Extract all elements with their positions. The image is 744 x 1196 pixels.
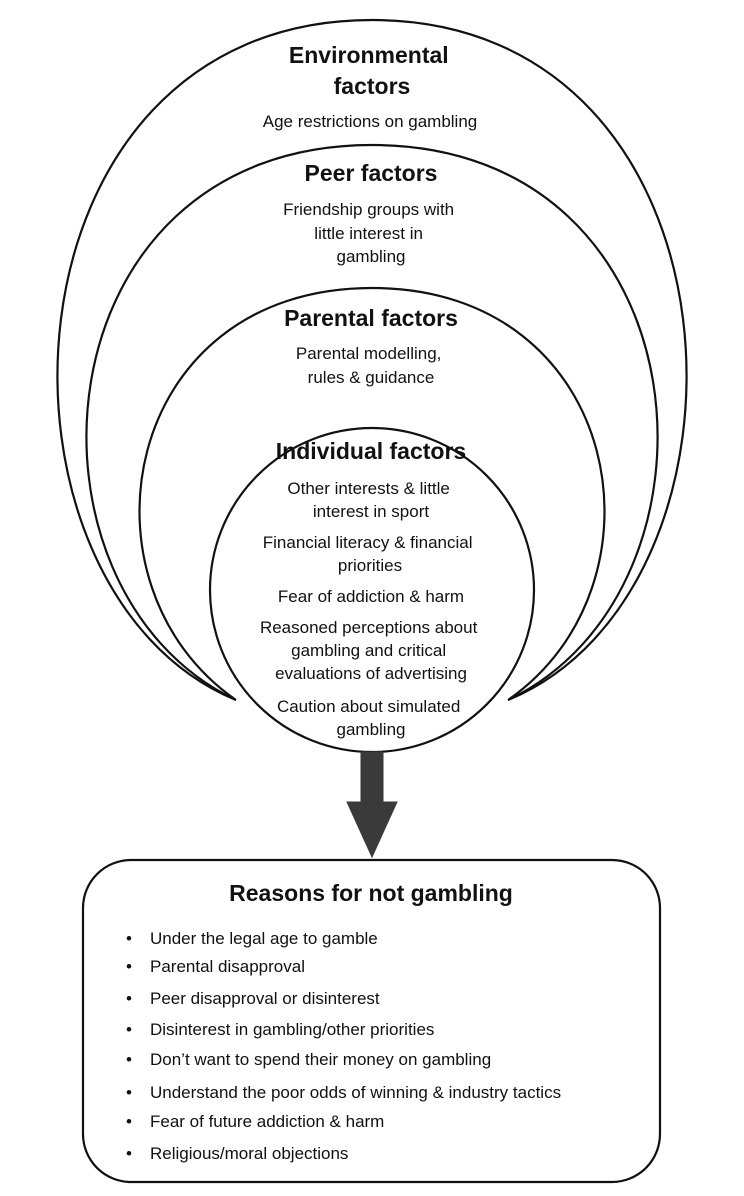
environmental-factors-item: Age restrictions on gambling (263, 112, 478, 131)
reasons-list-item: • Parental disapproval (126, 957, 305, 976)
bullet-icon: • (126, 957, 132, 976)
individual-item-line: gambling (337, 720, 406, 739)
environmental-item-line: Age restrictions on gambling (263, 112, 478, 131)
individual-item-line: priorities (338, 556, 402, 575)
bullet-icon: • (126, 1144, 132, 1163)
peer-item-line: Friendship groups with (283, 200, 454, 219)
parental-title-line: Parental factors (284, 305, 458, 331)
bullet-icon: • (126, 1050, 132, 1069)
individual-title-line: Individual factors (276, 438, 466, 464)
peer-factors-item: Friendship groups with little interest i… (283, 200, 459, 266)
bullet-icon: • (126, 1083, 132, 1102)
individual-item-line: Reasoned perceptions about (260, 618, 478, 637)
individual-item-line: evaluations of advertising (275, 664, 467, 683)
reasons-item-text: Under the legal age to gamble (150, 929, 378, 948)
bullet-icon: • (126, 1112, 132, 1131)
reasons-list-item: • Under the legal age to gamble (126, 929, 378, 948)
parental-item-line: rules & guidance (308, 368, 435, 387)
individual-factors-item: Reasoned perceptions about gambling and … (260, 618, 482, 683)
bullet-icon: • (126, 1020, 132, 1039)
reasons-item-text: Religious/moral objections (150, 1144, 348, 1163)
bullet-icon: • (126, 989, 132, 1008)
individual-item-line: interest in sport (313, 502, 429, 521)
individual-factors-title: Individual factors (276, 438, 466, 464)
reasons-list-item: • Peer disapproval or disinterest (126, 989, 380, 1008)
parental-item-line: Parental modelling, (296, 344, 442, 363)
parental-factors-item: Parental modelling, rules & guidance (296, 344, 446, 387)
reasons-list-item: • Don’t want to spend their money on gam… (126, 1050, 491, 1069)
individual-factors-item: Fear of addiction & harm (278, 587, 464, 606)
down-arrow-icon (346, 751, 398, 859)
reasons-list-item: • Religious/moral objections (126, 1144, 348, 1163)
reasons-list-item: • Disinterest in gambling/other prioriti… (126, 1020, 434, 1039)
peer-title-line: Peer factors (305, 160, 438, 186)
reasons-item-text: Fear of future addiction & harm (150, 1112, 384, 1131)
individual-factors-item: Financial literacy & financial prioritie… (263, 533, 478, 575)
parental-factors-title: Parental factors (284, 305, 458, 331)
reasons-list-item: • Understand the poor odds of winning & … (126, 1083, 561, 1102)
bullet-icon: • (126, 929, 132, 948)
individual-item-line: Caution about simulated (277, 697, 460, 716)
individual-item-line: Fear of addiction & harm (278, 587, 464, 606)
environmental-title-line: factors (334, 73, 411, 99)
reasons-item-text: Understand the poor odds of winning & in… (150, 1083, 561, 1102)
individual-factors-item: Other interests & little interest in spo… (287, 479, 454, 521)
reasons-box (81, 858, 662, 1184)
reasons-title: Reasons for not gambling (229, 880, 513, 906)
peer-item-line: little interest in (314, 224, 423, 243)
environmental-title-line: Environmental (289, 42, 449, 68)
reasons-list: • Under the legal age to gamble • Parent… (126, 929, 561, 1163)
environmental-factors-title: Environmental factors (289, 42, 455, 99)
peer-item-line: gambling (337, 247, 406, 266)
individual-factors-item: Caution about simulated gambling (277, 697, 465, 739)
peer-factors-title: Peer factors (305, 160, 438, 186)
reasons-item-text: Peer disapproval or disinterest (150, 989, 380, 1008)
individual-item-line: gambling and critical (291, 641, 446, 660)
reasons-item-text: Parental disapproval (150, 957, 305, 976)
reasons-item-text: Don’t want to spend their money on gambl… (150, 1050, 491, 1069)
reasons-item-text: Disinterest in gambling/other priorities (150, 1020, 434, 1039)
reasons-list-item: • Fear of future addiction & harm (126, 1112, 384, 1131)
individual-item-line: Financial literacy & financial (263, 533, 473, 552)
individual-item-line: Other interests & little (287, 479, 450, 498)
